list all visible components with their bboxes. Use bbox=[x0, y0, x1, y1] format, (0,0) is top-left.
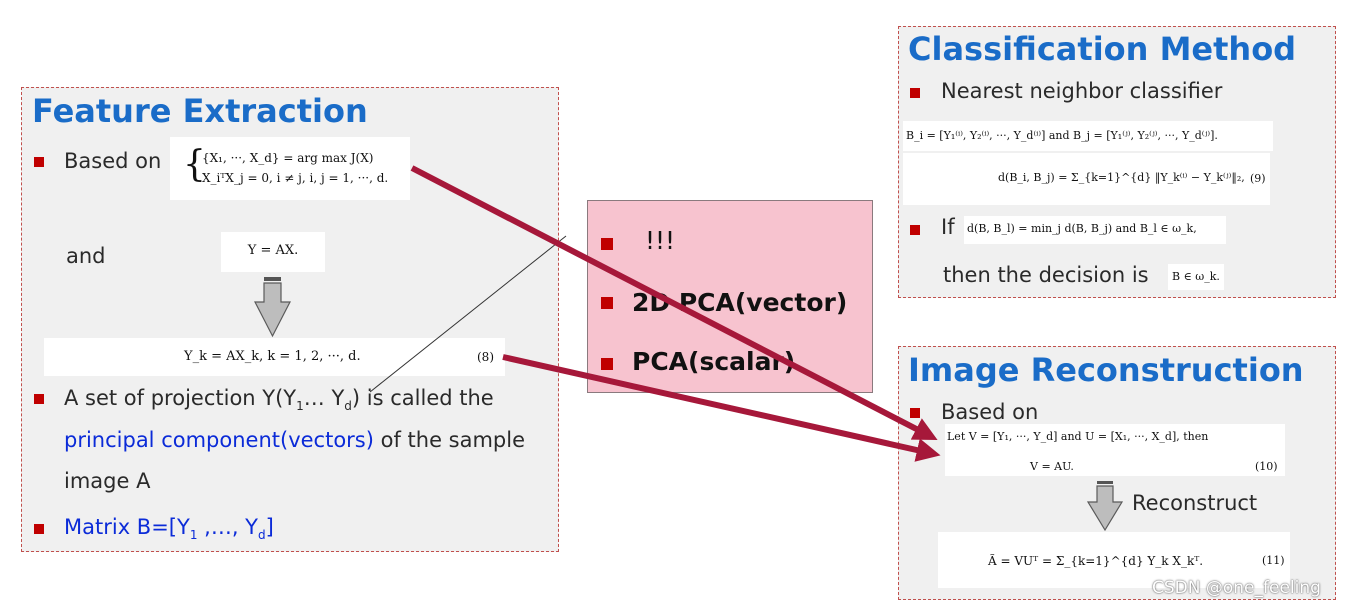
projection-line-3: image A bbox=[64, 469, 151, 493]
v-definition-equation: Let V = [Y₁, ···, Y_d] and U = [X₁, ···,… bbox=[945, 424, 1285, 476]
bullet-icon bbox=[910, 88, 920, 98]
based-on-label: Based on bbox=[64, 149, 162, 173]
middle-item-1: !!! bbox=[645, 226, 676, 255]
argmax-equation: { {X₁, ···, X_d} = arg max J(X) X_iᵀX_j … bbox=[170, 137, 410, 200]
matrix-b-sub-1: 1 bbox=[189, 528, 198, 543]
decision-label: then the decision is bbox=[943, 263, 1149, 287]
reconstruction-based-on-label: Based on bbox=[941, 400, 1039, 424]
bullet-icon bbox=[910, 408, 920, 418]
pca-comparison-box bbox=[587, 200, 873, 393]
projection-text-c: ) is called the bbox=[351, 386, 494, 410]
bullet-icon bbox=[910, 225, 920, 235]
matrix-b-sub-d: d bbox=[258, 528, 266, 543]
bullet-icon bbox=[34, 524, 44, 534]
equation-number-11: (11) bbox=[1262, 554, 1285, 567]
projection-line-2: principal component(vectors) of the samp… bbox=[64, 428, 525, 452]
argmax-equation-line2: X_iᵀX_j = 0, i ≠ j, i, j = 1, ···, d. bbox=[202, 171, 389, 185]
projection-line-1: A set of projection Y(Y1… Yd) is called … bbox=[64, 386, 494, 413]
distance-equation-text: d(B_i, B_j) = Σ_{k=1}^{d} ‖Y_k⁽ⁱ⁾ − Y_k⁽… bbox=[998, 171, 1245, 184]
bullet-icon bbox=[601, 238, 613, 250]
bullet-icon bbox=[601, 358, 613, 370]
equation-number-9: (9) bbox=[1250, 172, 1266, 185]
nearest-neighbor-label: Nearest neighbor classifier bbox=[941, 79, 1223, 103]
y-equals-ax-text: Y = AX. bbox=[247, 243, 299, 258]
v-equals-au-text: V = AU. bbox=[1030, 460, 1074, 473]
matrix-b-b: ,…, Y bbox=[197, 515, 258, 539]
decision-equation: B ∈ ω_k. bbox=[1168, 264, 1224, 290]
if-condition-text: d(B, B_l) = min_j d(B, B_j) and B_l ∈ ω_… bbox=[967, 222, 1197, 235]
equation-number-8: (8) bbox=[477, 350, 494, 364]
feature-extraction-title: Feature Extraction bbox=[32, 92, 368, 130]
bullet-icon bbox=[34, 157, 44, 167]
thin-connector-line bbox=[369, 235, 567, 393]
reconstruction-title: Image Reconstruction bbox=[908, 351, 1304, 389]
arrow-yk-to-reconstruction bbox=[502, 354, 941, 462]
a-tilde-equation-text: Ã = VUᵀ = Σ_{k=1}^{d} Y_k X_kᵀ. bbox=[988, 554, 1204, 568]
projection-line-2-rest: of the sample bbox=[373, 428, 526, 452]
projection-sub-1: 1 bbox=[296, 399, 304, 414]
yk-equation: Y_k = AX_k, k = 1, 2, ···, d. bbox=[44, 338, 505, 376]
brace-icon: { bbox=[183, 144, 206, 185]
classification-title: Classification Method bbox=[908, 30, 1297, 68]
and-label: and bbox=[66, 244, 106, 268]
let-v-u-text: Let V = [Y₁, ···, Y_d] and U = [X₁, ···,… bbox=[947, 430, 1209, 443]
equation-number-10: (10) bbox=[1255, 460, 1278, 473]
matrix-b-a: Matrix B=[Y bbox=[64, 515, 190, 539]
matrix-b-c: ] bbox=[265, 515, 274, 539]
decision-equation-text: B ∈ ω_k. bbox=[1172, 270, 1220, 283]
if-label: If bbox=[941, 215, 955, 239]
arrow-argmax-to-reconstruction bbox=[410, 165, 938, 440]
y-equals-ax-equation: Y = AX. bbox=[221, 232, 325, 272]
projection-text-b: … Y bbox=[303, 386, 345, 410]
principal-component-text: principal component(vectors) bbox=[64, 428, 374, 452]
bullet-icon bbox=[601, 297, 613, 309]
bullet-icon bbox=[34, 394, 44, 404]
watermark: CSDN @one_feeling bbox=[1152, 578, 1321, 598]
yk-equation-text: Y_k = AX_k, k = 1, 2, ···, d. bbox=[184, 349, 361, 364]
b-definition-text: B_i = [Y₁⁽ⁱ⁾, Y₂⁽ⁱ⁾, ···, Y_d⁽ⁱ⁾] and B_… bbox=[906, 129, 1218, 142]
matrix-b-text: Matrix B=[Y1 ,…, Yd] bbox=[64, 515, 274, 542]
if-condition-equation: d(B, B_l) = min_j d(B, B_j) and B_l ∈ ω_… bbox=[964, 216, 1226, 244]
argmax-equation-line1: {X₁, ···, X_d} = arg max J(X) bbox=[202, 151, 374, 165]
projection-text-a: A set of projection Y(Y bbox=[64, 386, 297, 410]
b-definition-equation: B_i = [Y₁⁽ⁱ⁾, Y₂⁽ⁱ⁾, ···, Y_d⁽ⁱ⁾] and B_… bbox=[903, 121, 1273, 151]
distance-equation: d(B_i, B_j) = Σ_{k=1}^{d} ‖Y_k⁽ⁱ⁾ − Y_k⁽… bbox=[903, 153, 1270, 205]
a-tilde-equation: Ã = VUᵀ = Σ_{k=1}^{d} Y_k X_kᵀ. bbox=[938, 532, 1290, 588]
reconstruct-label: Reconstruct bbox=[1132, 491, 1258, 515]
projection-sub-d: d bbox=[344, 399, 352, 414]
